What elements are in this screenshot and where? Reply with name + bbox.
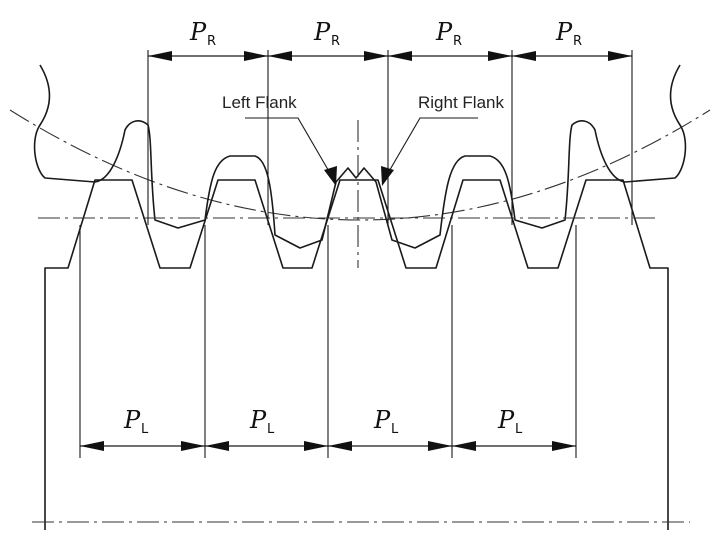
- left-flank-leader: [245, 117, 335, 181]
- upper-gear-profile: [33, 64, 687, 249]
- svg-text:P: P: [313, 18, 331, 46]
- left-flank-label: Left Flank: [222, 93, 297, 112]
- left-pitch-label-4: P L: [497, 406, 523, 437]
- right-flank-leader: [383, 117, 478, 181]
- right-flank-label: Right Flank: [418, 93, 504, 112]
- svg-text:L: L: [267, 422, 275, 437]
- left-pitch-label-3: P L: [373, 406, 399, 437]
- svg-text:P: P: [555, 18, 573, 46]
- left-pitch-label-1: P L: [123, 406, 149, 437]
- right-pitch-label-1: P R: [189, 18, 216, 49]
- right-pitch-label-4: P R: [555, 18, 582, 49]
- right-flank-arrowhead: [381, 166, 394, 186]
- svg-text:R: R: [453, 34, 462, 49]
- svg-text:L: L: [515, 422, 523, 437]
- svg-text:L: L: [141, 422, 149, 437]
- svg-text:P: P: [249, 406, 267, 434]
- svg-text:P: P: [189, 18, 207, 46]
- rack-profile: [44, 179, 669, 530]
- left-flank-arrowhead: [324, 166, 337, 186]
- svg-text:P: P: [497, 406, 515, 434]
- svg-text:R: R: [573, 34, 582, 49]
- left-pitch-label-2: P L: [249, 406, 275, 437]
- svg-text:R: R: [207, 34, 216, 49]
- right-pitch-label-3: P R: [435, 18, 462, 49]
- right-pitch-label-2: P R: [313, 18, 340, 49]
- svg-text:L: L: [391, 422, 399, 437]
- svg-text:P: P: [435, 18, 453, 46]
- svg-text:R: R: [331, 34, 340, 49]
- left-pitch-arrows: [80, 441, 576, 451]
- svg-text:P: P: [373, 406, 391, 434]
- svg-text:P: P: [123, 406, 141, 434]
- pitch-circle-arc: [9, 109, 711, 221]
- right-pitch-arrows: [148, 51, 632, 61]
